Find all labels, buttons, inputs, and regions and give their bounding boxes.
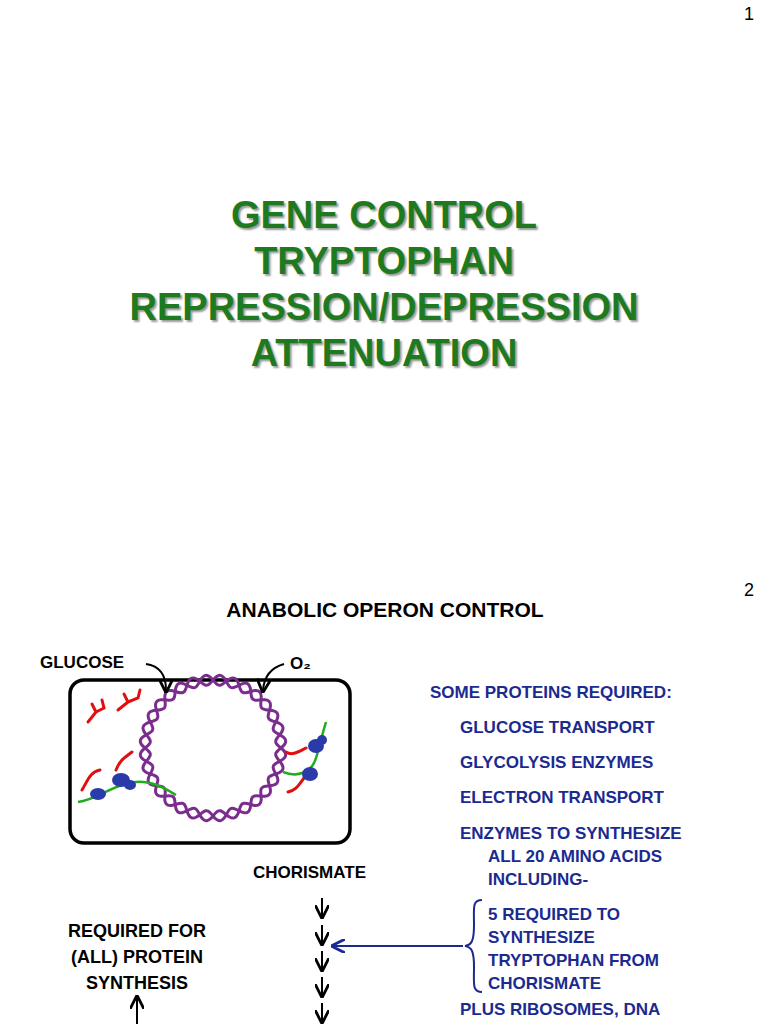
label-holder: GLUCOSE TRANSPORT bbox=[460, 718, 655, 738]
list-item: ELECTRON TRANSPORT bbox=[460, 788, 664, 808]
dna-strand bbox=[140, 675, 285, 820]
pathway-arrow bbox=[321, 925, 323, 943]
brace-arrow bbox=[334, 945, 463, 947]
label-holder: ENZYMES TO SYNTHESIZE ALL 20 AMINO ACIDS… bbox=[460, 822, 710, 891]
slide-title: GENE CONTROL TRYPTOPHAN REPRESSION/DEPRE… bbox=[126, 192, 643, 376]
label-holder: SOME PROTEINS REQUIRED: bbox=[430, 683, 672, 703]
list-item: GLUCOSE TRANSPORT bbox=[460, 718, 655, 738]
label-holder: 1 bbox=[744, 4, 754, 24]
list-heading: SOME PROTEINS REQUIRED: bbox=[430, 683, 672, 703]
dna-strand bbox=[140, 675, 285, 820]
pathway-arrow bbox=[321, 1003, 323, 1021]
up-arrow bbox=[136, 998, 138, 1024]
circular-dna bbox=[140, 675, 285, 820]
pathway-arrow bbox=[321, 898, 323, 916]
oxygen-arrow bbox=[263, 664, 284, 690]
label-holder: GLUCOSE bbox=[40, 653, 124, 673]
label-holder: 5 REQUIRED TO SYNTHESIZE TRYPTOPHAN FROM… bbox=[488, 903, 678, 995]
polysome-left bbox=[78, 752, 176, 802]
brace bbox=[465, 900, 482, 992]
polysome-right bbox=[283, 722, 327, 792]
pathway-arrows bbox=[321, 898, 323, 1021]
input-label: O₂ bbox=[290, 654, 311, 674]
label-holder: ANABOLIC OPERON CONTROL bbox=[0, 600, 768, 620]
page-number: 2 bbox=[744, 580, 754, 600]
label-holder: O₂ bbox=[290, 654, 311, 674]
pathway-arrow bbox=[321, 977, 323, 995]
pathway-arrow bbox=[321, 951, 323, 969]
label-holder: REQUIRED FOR (ALL) PROTEIN SYNTHESIS bbox=[57, 918, 217, 996]
label-holder: CHORISMATE bbox=[253, 863, 366, 883]
note-label: REQUIRED FOR (ALL) PROTEIN SYNTHESIS bbox=[57, 918, 217, 996]
list-subitem: 5 REQUIRED TO SYNTHESIZE TRYPTOPHAN FROM… bbox=[488, 903, 678, 995]
label-holder: GLYCOLYSIS ENZYMES bbox=[460, 753, 653, 773]
trna-molecules bbox=[88, 690, 140, 722]
label-holder: PLUS RIBOSOMES, DNA bbox=[460, 1000, 660, 1020]
list-item: GLYCOLYSIS ENZYMES bbox=[460, 753, 653, 773]
page-number: 1 bbox=[744, 4, 754, 24]
pathway-label: CHORISMATE bbox=[253, 863, 366, 883]
list-item: PLUS RIBOSOMES, DNA bbox=[460, 1000, 660, 1020]
slide-heading: ANABOLIC OPERON CONTROL bbox=[0, 600, 768, 620]
label-holder: ELECTRON TRANSPORT bbox=[460, 788, 664, 808]
input-label: GLUCOSE bbox=[40, 653, 124, 673]
title-block: GENE CONTROL TRYPTOPHAN REPRESSION/DEPRE… bbox=[126, 192, 643, 376]
label-holder: 2 bbox=[744, 580, 754, 600]
list-item: ENZYMES TO SYNTHESIZE ALL 20 AMINO ACIDS… bbox=[460, 822, 710, 891]
glucose-arrow bbox=[146, 664, 166, 690]
